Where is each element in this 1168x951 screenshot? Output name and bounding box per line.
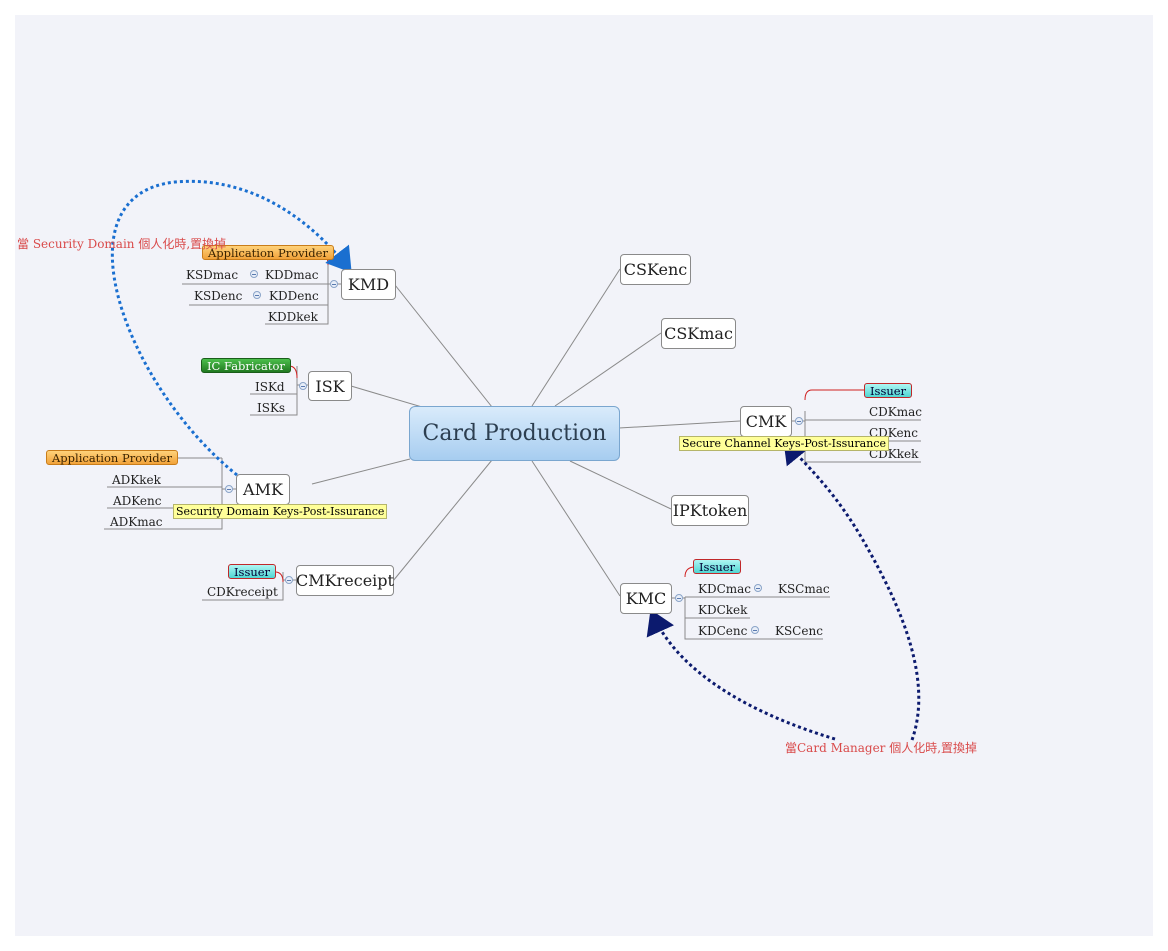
node-ipktoken[interactable]: IPKtoken — [671, 495, 749, 526]
leaf-kddkek[interactable]: KDDkek — [268, 310, 318, 324]
cmk-tag-link — [804, 389, 864, 401]
leaf-iskd[interactable]: ISKd — [255, 380, 285, 394]
node-cskenc[interactable]: CSKenc — [620, 254, 691, 285]
node-cskmac[interactable]: CSKmac — [661, 318, 736, 349]
link-central-cskenc — [531, 268, 621, 407]
callout-security-domain[interactable]: 當 Security Domain 個人化時,置換掉 — [17, 237, 227, 251]
tag-cmkreceipt-issuer[interactable]: Issuer — [228, 564, 277, 579]
leaf-kdcenc[interactable]: KDCenc — [698, 624, 748, 638]
leaf-ksdmac[interactable]: KSDmac — [186, 268, 239, 282]
node-cmkreceipt[interactable]: CMKreceipt — [296, 565, 394, 596]
central-topic[interactable]: Card Production — [409, 406, 620, 461]
link-central-amk — [311, 458, 411, 485]
link-central-kmd — [394, 284, 493, 408]
note-amk[interactable]: Security Domain Keys-Post-Issurance — [173, 504, 388, 519]
card-manager-arrow-to-kmc — [646, 609, 836, 741]
collapse-toggle-cmk[interactable] — [795, 417, 803, 425]
node-cmk[interactable]: CMK — [740, 406, 792, 437]
node-kmd[interactable]: KMD — [341, 269, 396, 300]
leaf-ksdenc[interactable]: KSDenc — [194, 289, 243, 303]
collapse-toggle-kdcenc[interactable] — [751, 626, 759, 634]
leaf-isks[interactable]: ISKs — [257, 401, 286, 415]
link-central-ipktoken — [569, 460, 672, 510]
leaf-adkmac[interactable]: ADKmac — [110, 515, 163, 529]
link-central-isk — [350, 385, 423, 408]
leaf-kddmac[interactable]: KDDmac — [265, 268, 319, 282]
leaf-cdkreceipt[interactable]: CDKreceipt — [207, 585, 278, 599]
cmkreceipt-tag-link — [274, 571, 284, 583]
card-manager-arrow-to-cmk — [783, 438, 921, 741]
leaf-kdckek[interactable]: KDCkek — [698, 603, 748, 617]
connector-layer — [104, 179, 921, 741]
node-kmc[interactable]: KMC — [620, 583, 672, 614]
tag-kmc-issuer[interactable]: Issuer — [693, 559, 742, 574]
collapse-toggle-cmkreceipt[interactable] — [285, 576, 293, 584]
leaf-kdcmac[interactable]: KDCmac — [698, 582, 752, 596]
mindmap-canvas: Card Production KMD ISK AMK CMKreceipt C… — [15, 15, 1153, 936]
link-central-cmkreceipt — [392, 459, 493, 582]
tag-kmd-application-provider[interactable]: Application Provider — [202, 245, 334, 260]
collapse-toggle-kmc[interactable] — [675, 594, 683, 602]
kmd-spine — [265, 253, 329, 325]
collapse-toggle-kmd[interactable] — [330, 280, 338, 288]
leaf-kddenc[interactable]: KDDenc — [269, 289, 319, 303]
collapse-toggle-amk[interactable] — [225, 485, 233, 493]
tag-cmk-issuer[interactable]: Issuer — [864, 383, 913, 398]
note-cmk[interactable]: Secure Channel Keys-Post-Issurance — [679, 436, 889, 451]
callout-card-manager[interactable]: 當Card Manager 個人化時,置換掉 — [785, 741, 978, 755]
collapse-toggle-isk[interactable] — [299, 382, 307, 390]
tag-amk-application-provider[interactable]: Application Provider — [46, 450, 178, 465]
collapse-toggle-ksdenc[interactable] — [253, 291, 261, 299]
node-isk[interactable]: ISK — [308, 371, 352, 401]
leaf-adkkek[interactable]: ADKkek — [112, 473, 161, 487]
collapse-toggle-ksdmac[interactable] — [250, 270, 258, 278]
leaf-adkenc[interactable]: ADKenc — [113, 494, 162, 508]
security-domain-arrow — [110, 179, 352, 477]
link-central-cmk — [618, 420, 741, 429]
link-central-cskmac — [554, 332, 662, 407]
leaf-cdkmac[interactable]: CDKmac — [869, 405, 923, 419]
node-amk[interactable]: AMK — [236, 474, 290, 505]
collapse-toggle-kdcmac[interactable] — [754, 584, 762, 592]
tag-isk-ic-fabricator[interactable]: IC Fabricator — [201, 358, 291, 373]
leaf-kscenc[interactable]: KSCenc — [775, 624, 823, 638]
link-central-kmc — [531, 460, 621, 597]
leaf-kscmac[interactable]: KSCmac — [778, 582, 830, 596]
